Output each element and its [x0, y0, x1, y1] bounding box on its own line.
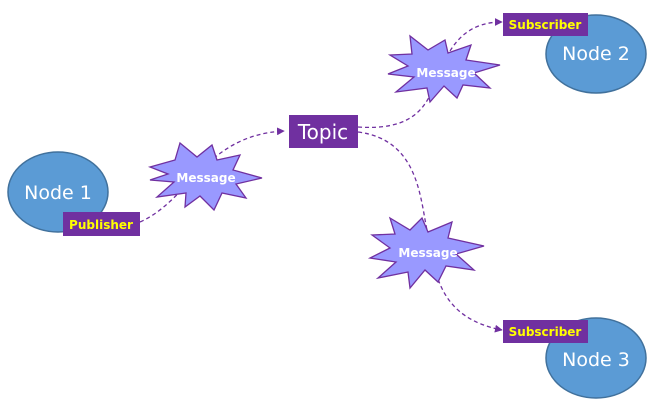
publisher-tag: Publisher — [63, 212, 140, 236]
message-burst-3-shape — [367, 216, 485, 290]
message-burst-3-label: Message — [398, 246, 457, 260]
topic-label: Topic — [297, 120, 348, 144]
subscriber-tag-top: Subscriber — [503, 13, 588, 36]
subscriber-tag-bottom-box — [503, 320, 588, 343]
topic-box-shape — [289, 115, 358, 148]
message-burst-1-shape — [147, 141, 263, 212]
message-burst-1-label: Message — [176, 171, 235, 185]
subscriber-tag-top-label: Subscriber — [509, 18, 582, 32]
node-1-label: Node 1 — [24, 182, 92, 204]
message-burst-2-label: Message — [416, 66, 475, 80]
subscriber-tag-bottom: Subscriber — [503, 320, 588, 343]
node-2-label: Node 2 — [562, 43, 630, 65]
message-burst-2: Message — [387, 34, 501, 104]
subscriber-tag-bottom-label: Subscriber — [509, 325, 582, 339]
publisher-tag-box — [63, 212, 140, 236]
message-burst-3: Message — [367, 216, 485, 290]
topic-box: Topic — [289, 115, 358, 148]
message-burst-2-shape — [387, 34, 501, 104]
message-burst-1: Message — [147, 141, 263, 212]
publisher-tag-label: Publisher — [69, 218, 133, 232]
subscriber-tag-top-box — [503, 13, 588, 36]
node-3-label: Node 3 — [562, 349, 630, 371]
